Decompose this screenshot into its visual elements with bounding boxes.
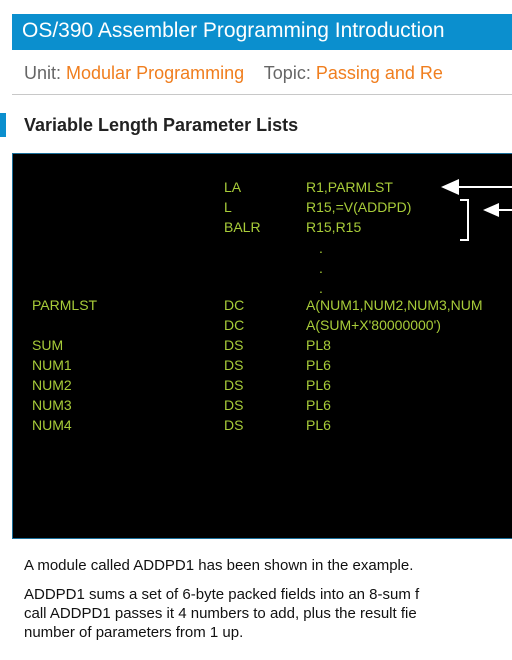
bracket-icon [460,199,469,241]
code-operand: R1,PARMLST [306,179,393,195]
annotation-overlay [441,179,512,241]
code-op: BALR [224,219,261,235]
code-op: DS [224,377,244,393]
code-operand: PL8 [306,337,331,353]
ellipsis-dot: . [319,260,323,276]
code-op: L [224,199,232,215]
breadcrumb: Unit: Modular Programming Topic: Passing… [24,63,443,84]
code-operand: PL6 [306,357,331,373]
body-paragraph-line: number of parameters from 1 up. [24,624,244,641]
topic-label: Topic: [263,63,311,83]
code-operand: R15,=V(ADDPD) [306,199,412,215]
title-bar: OS/390 Assembler Programming Introductio… [12,14,512,50]
code-operand: A(NUM1,NUM2,NUM3,NUM [306,297,483,313]
code-label: NUM3 [32,397,72,413]
code-operand: PL6 [306,417,331,433]
course-title: OS/390 Assembler Programming Introductio… [22,19,445,42]
code-op: DC [224,317,245,333]
body-paragraph: A module called ADDPD1 has been shown in… [24,557,414,574]
code-op: DC [224,297,245,313]
topic-value: Passing and Re [315,63,443,83]
unit-label: Unit: [24,63,62,83]
body-paragraph-line: call ADDPD1 passes it 4 numbers to add, … [24,605,417,622]
code-op: DS [224,397,244,413]
unit-value: Modular Programming [66,63,245,83]
code-op: LA [224,179,242,195]
header-divider [12,94,512,95]
arrow-left-icon [483,203,512,217]
code-label: NUM1 [32,357,72,373]
ellipsis-dot: . [319,280,323,296]
code-operand: A(SUM+X'80000000') [306,317,441,333]
code-label: PARMLST [32,297,98,313]
code-panel: LA R1,PARMLST L R15,=V(ADDPD) BALR R15,R… [12,153,512,539]
code-operand: PL6 [306,397,331,413]
section-title: Variable Length Parameter Lists [24,115,299,135]
code-label: NUM2 [32,377,72,393]
code-label: NUM4 [32,417,72,433]
ellipsis-dot: . [319,240,323,256]
code-label: SUM [32,337,64,353]
body-paragraph-line: ADDPD1 sums a set of 6-byte packed field… [24,586,420,603]
section-marker [0,113,6,137]
code-operand: R15,R15 [306,219,362,235]
arrow-left-icon [441,179,512,195]
code-op: DS [224,417,244,433]
code-op: DS [224,337,244,353]
code-operand: PL6 [306,377,331,393]
code-op: DS [224,357,244,373]
